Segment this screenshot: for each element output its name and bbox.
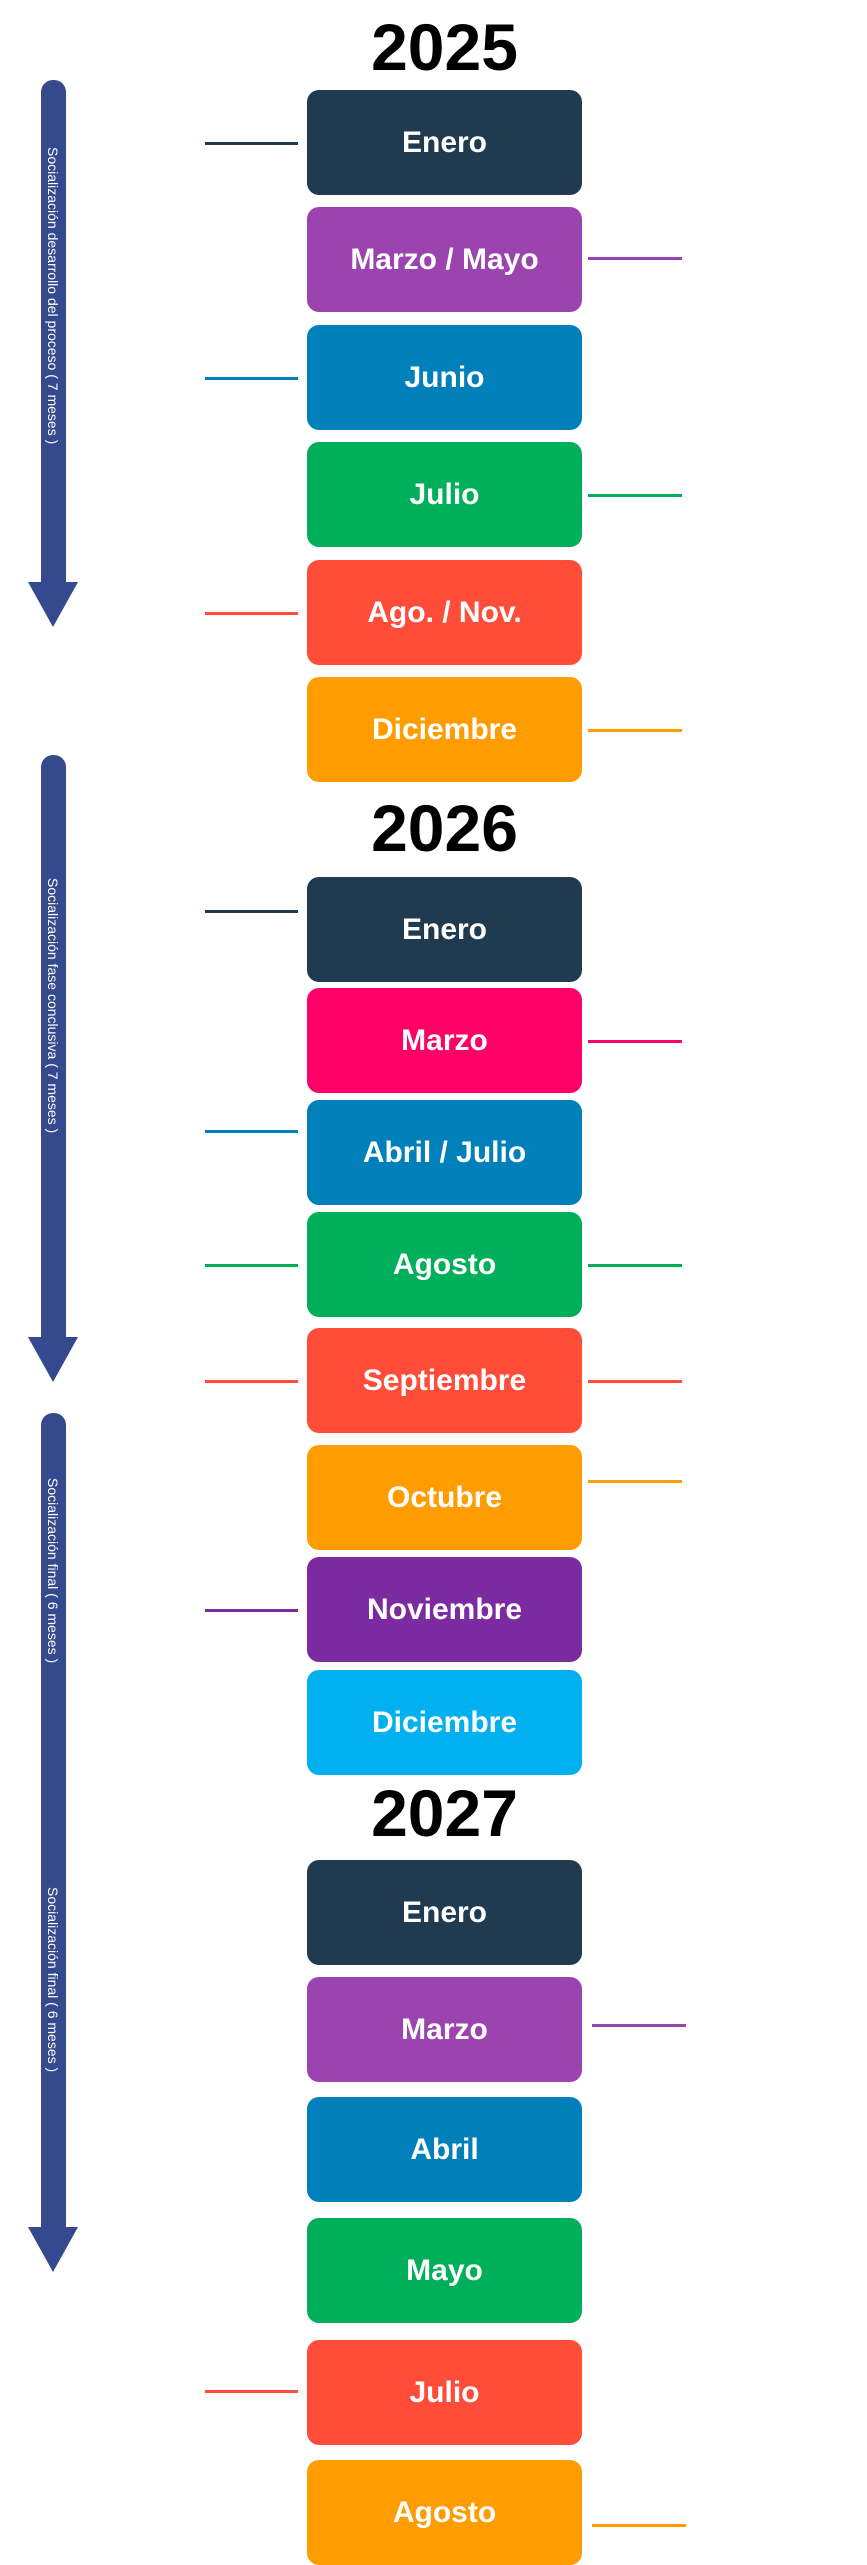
month-box: Diciembre (307, 1670, 582, 1775)
month-box: Enero (307, 877, 582, 982)
connector-line-right (588, 1380, 682, 1383)
month-label: Abril (410, 2132, 479, 2166)
phase-arrow: Socialización desarrollo del proceso ( 7… (28, 80, 78, 627)
connector-line-left (205, 1380, 298, 1383)
month-label: Marzo / Mayo (350, 242, 539, 276)
month-label: Julio (409, 477, 480, 511)
month-box: Ago. / Nov. (307, 560, 582, 665)
year-heading: 2025 (371, 10, 518, 84)
month-label: Enero (401, 125, 488, 159)
connector-line-right (588, 1040, 682, 1043)
connector-line-right (588, 729, 682, 732)
month-box: Diciembre (307, 677, 582, 782)
month-box: Octubre (307, 1445, 582, 1550)
month-box: Enero (307, 1860, 582, 1965)
connector-line-left (205, 377, 298, 380)
connector-line-left (205, 910, 298, 913)
month-box: Agosto (307, 1212, 582, 1317)
connector-line-left (205, 1130, 298, 1133)
month-label: Agosto (392, 2495, 497, 2529)
month-label: Noviembre (366, 1592, 523, 1626)
month-box: Abril / Julio (307, 1100, 582, 1205)
month-box: Marzo / Mayo (307, 207, 582, 312)
month-label: Ago. / Nov. (367, 595, 522, 629)
month-box: Agosto (307, 2460, 582, 2565)
connector-line-right (588, 257, 682, 260)
month-box: Julio (307, 2340, 582, 2445)
connector-line-right (592, 2524, 686, 2527)
phase-arrow: Socialización fase conclusiva ( 7 meses … (28, 755, 78, 1382)
connector-line-left (205, 612, 298, 615)
month-label: Marzo (401, 2012, 488, 2046)
month-label: Septiembre (362, 1363, 527, 1397)
month-label: Agosto (392, 1247, 497, 1281)
month-label: Julio (409, 2375, 480, 2409)
year-heading: 2026 (371, 791, 518, 865)
month-box: Marzo (307, 988, 582, 1093)
connector-line-left (205, 142, 298, 145)
phase-label: Socialización final ( 6 meses ) (45, 1887, 61, 2073)
month-label: Abril / Julio (362, 1135, 527, 1169)
month-label: Octubre (386, 1480, 503, 1514)
year-heading: 2027 (371, 1776, 518, 1850)
arrow-down-icon (28, 1337, 78, 1382)
arrow-shaft (41, 1413, 66, 2227)
month-label: Diciembre (371, 1705, 518, 1739)
phase-label: Socialización desarrollo del proceso ( 7… (45, 147, 61, 445)
connector-line-right (588, 494, 682, 497)
month-box: Junio (307, 325, 582, 430)
connector-line-left (205, 1609, 298, 1612)
phase-label: Socialización fase conclusiva ( 7 meses … (45, 878, 61, 1134)
month-box: Noviembre (307, 1557, 582, 1662)
month-label: Diciembre (371, 712, 518, 746)
connector-line-right (588, 1480, 682, 1483)
connector-line-left (205, 1264, 298, 1267)
connector-line-right (588, 1264, 682, 1267)
connector-line-left (205, 2390, 298, 2393)
month-label: Junio (404, 360, 485, 394)
month-label: Mayo (406, 2253, 483, 2287)
arrow-shaft (41, 755, 66, 1337)
phase-arrow: Socialización final ( 6 meses ) Socializa… (28, 1413, 78, 2272)
phase-label: Socialización final ( 6 meses ) (45, 1478, 61, 1664)
month-box: Septiembre (307, 1328, 582, 1433)
arrow-down-icon (28, 2227, 78, 2272)
month-label: Marzo (401, 1023, 488, 1057)
connector-line-right (592, 2024, 686, 2027)
month-box: Abril (307, 2097, 582, 2202)
month-box: Marzo (307, 1977, 582, 2082)
month-label: Enero (401, 1895, 488, 1929)
month-label: Enero (401, 912, 488, 946)
month-box: Enero (307, 90, 582, 195)
arrow-down-icon (28, 582, 78, 627)
arrow-shaft (41, 80, 66, 582)
month-box: Mayo (307, 2218, 582, 2323)
month-box: Julio (307, 442, 582, 547)
